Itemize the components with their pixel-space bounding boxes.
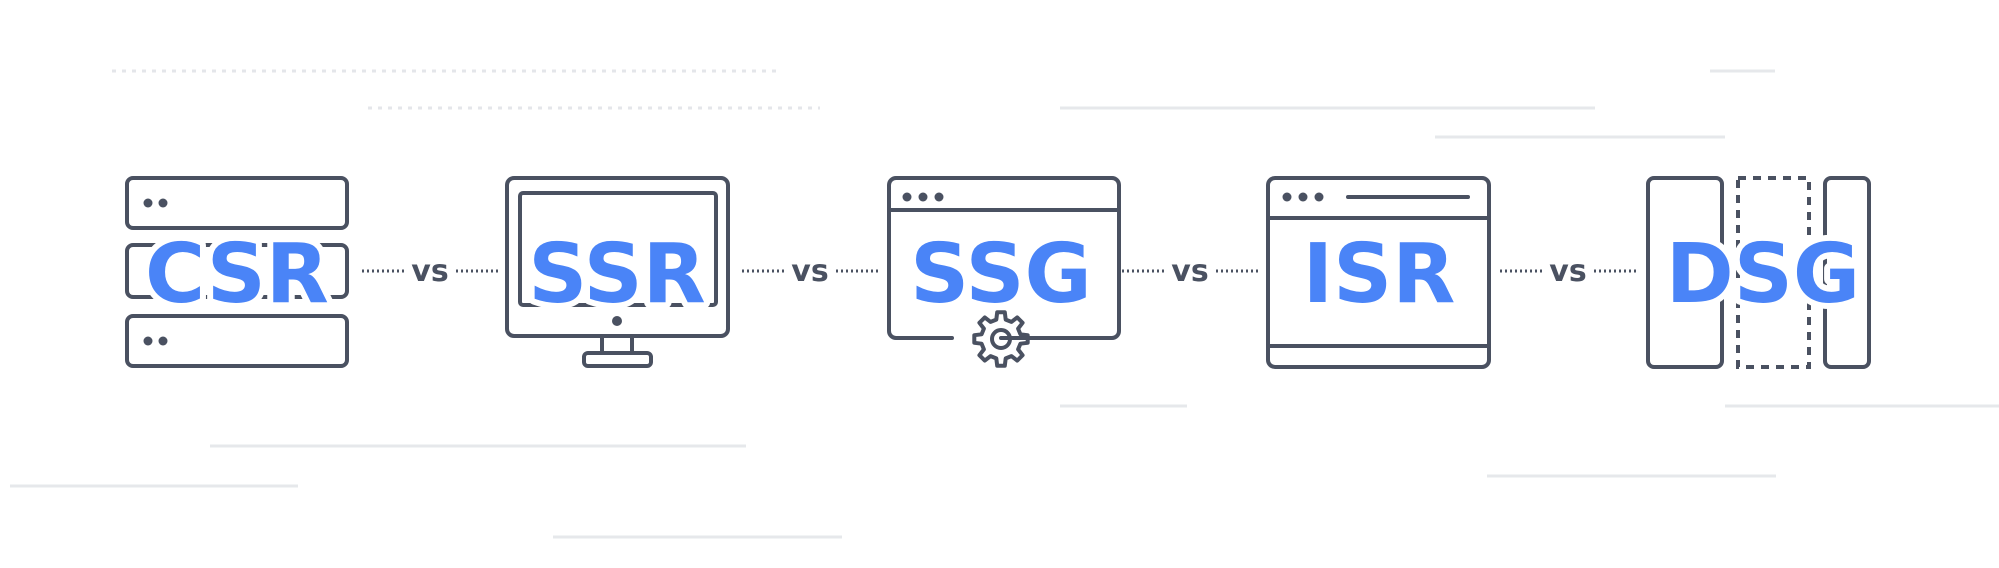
vs-separator: vs	[791, 254, 828, 289]
monitor-icon	[505, 176, 730, 368]
vs-separator: vs	[1549, 254, 1586, 289]
vs-separator: vs	[1171, 254, 1208, 289]
item-label-dsg: DSG	[1666, 227, 1860, 322]
connector-2: vs	[742, 254, 878, 289]
item-label-csr: CSR	[145, 227, 329, 322]
browser-window-icon	[1266, 176, 1491, 369]
background-decoration	[10, 69, 1999, 539]
server-stack-icon	[125, 176, 349, 368]
vs-separator: vs	[411, 254, 448, 289]
gear-icon	[972, 310, 1030, 368]
connector-1: vs	[362, 254, 498, 289]
browser-gear-icon	[887, 176, 1121, 368]
connector-3: vs	[1122, 254, 1258, 289]
connector-4: vs	[1500, 254, 1636, 289]
item-label-ssg: SSG	[910, 227, 1092, 322]
item-label-ssr: SSR	[528, 227, 706, 322]
split-panels-icon	[1646, 176, 1871, 369]
item-label-isr: ISR	[1303, 227, 1456, 322]
